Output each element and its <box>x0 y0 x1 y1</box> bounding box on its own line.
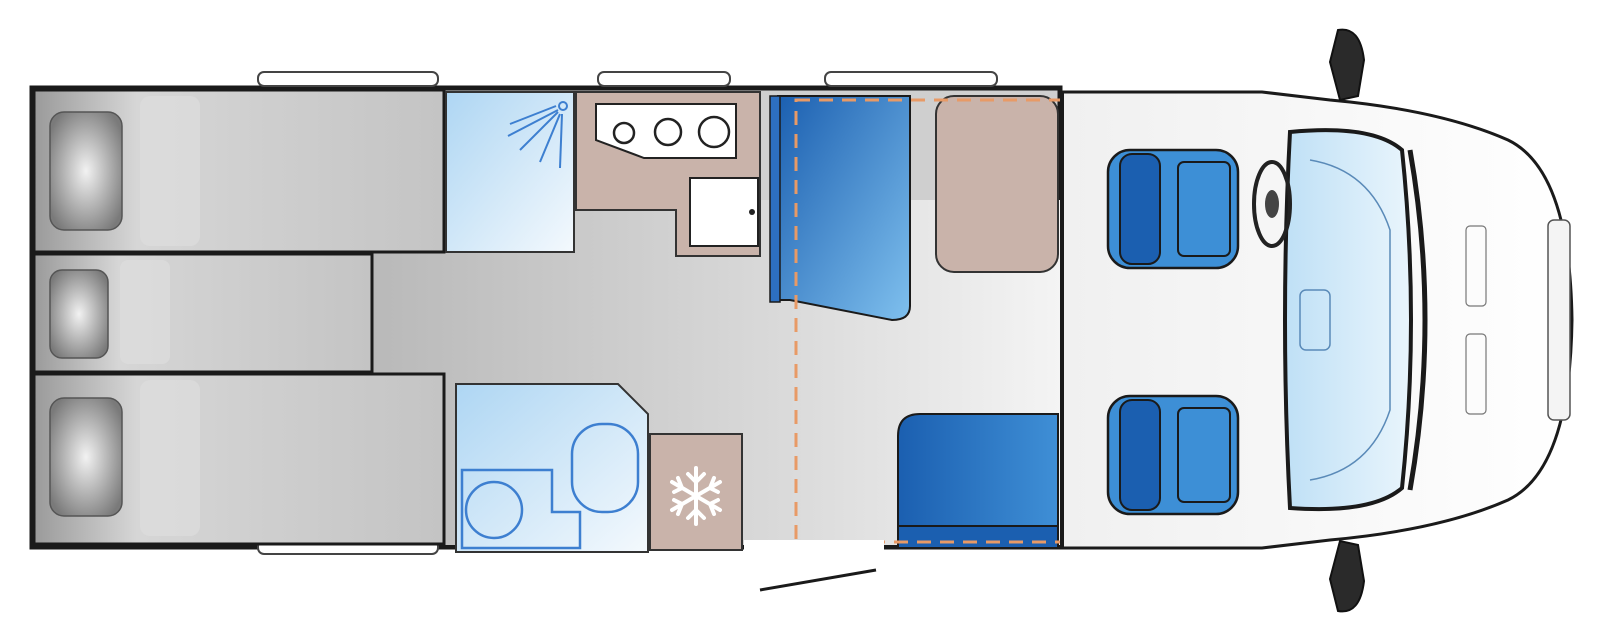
sink-icon <box>689 177 759 247</box>
entry-door <box>744 540 884 592</box>
cab <box>1060 28 1574 613</box>
fridge <box>649 433 743 551</box>
cabinet-upper <box>935 95 1059 273</box>
mirror-bottom <box>1328 539 1366 613</box>
seat-icon <box>1106 394 1240 516</box>
dinette-bench <box>897 413 1059 549</box>
bed-top <box>32 88 446 254</box>
bed-middle <box>32 252 374 374</box>
window-top-1 <box>257 71 439 87</box>
bed-bottom <box>32 372 446 546</box>
steering-wheel-icon <box>1252 160 1292 248</box>
wardrobe-side <box>769 95 781 303</box>
pillow <box>49 111 123 231</box>
mirror-top <box>1328 28 1366 102</box>
grille <box>1547 219 1571 421</box>
shower <box>445 91 575 253</box>
kitchen <box>575 91 761 257</box>
wardrobe <box>777 95 911 322</box>
pillow <box>49 269 109 359</box>
hob-icon <box>595 103 737 159</box>
windscreen <box>1283 128 1413 512</box>
washroom <box>455 383 649 553</box>
shower-icon <box>507 101 568 169</box>
pillow <box>49 397 123 517</box>
snowflake-icon <box>670 466 722 526</box>
windows-top <box>257 71 998 87</box>
seat-icon <box>1106 148 1240 270</box>
window-top-2 <box>597 71 731 87</box>
toilet-icon <box>460 422 640 550</box>
window-top-3 <box>824 71 998 87</box>
